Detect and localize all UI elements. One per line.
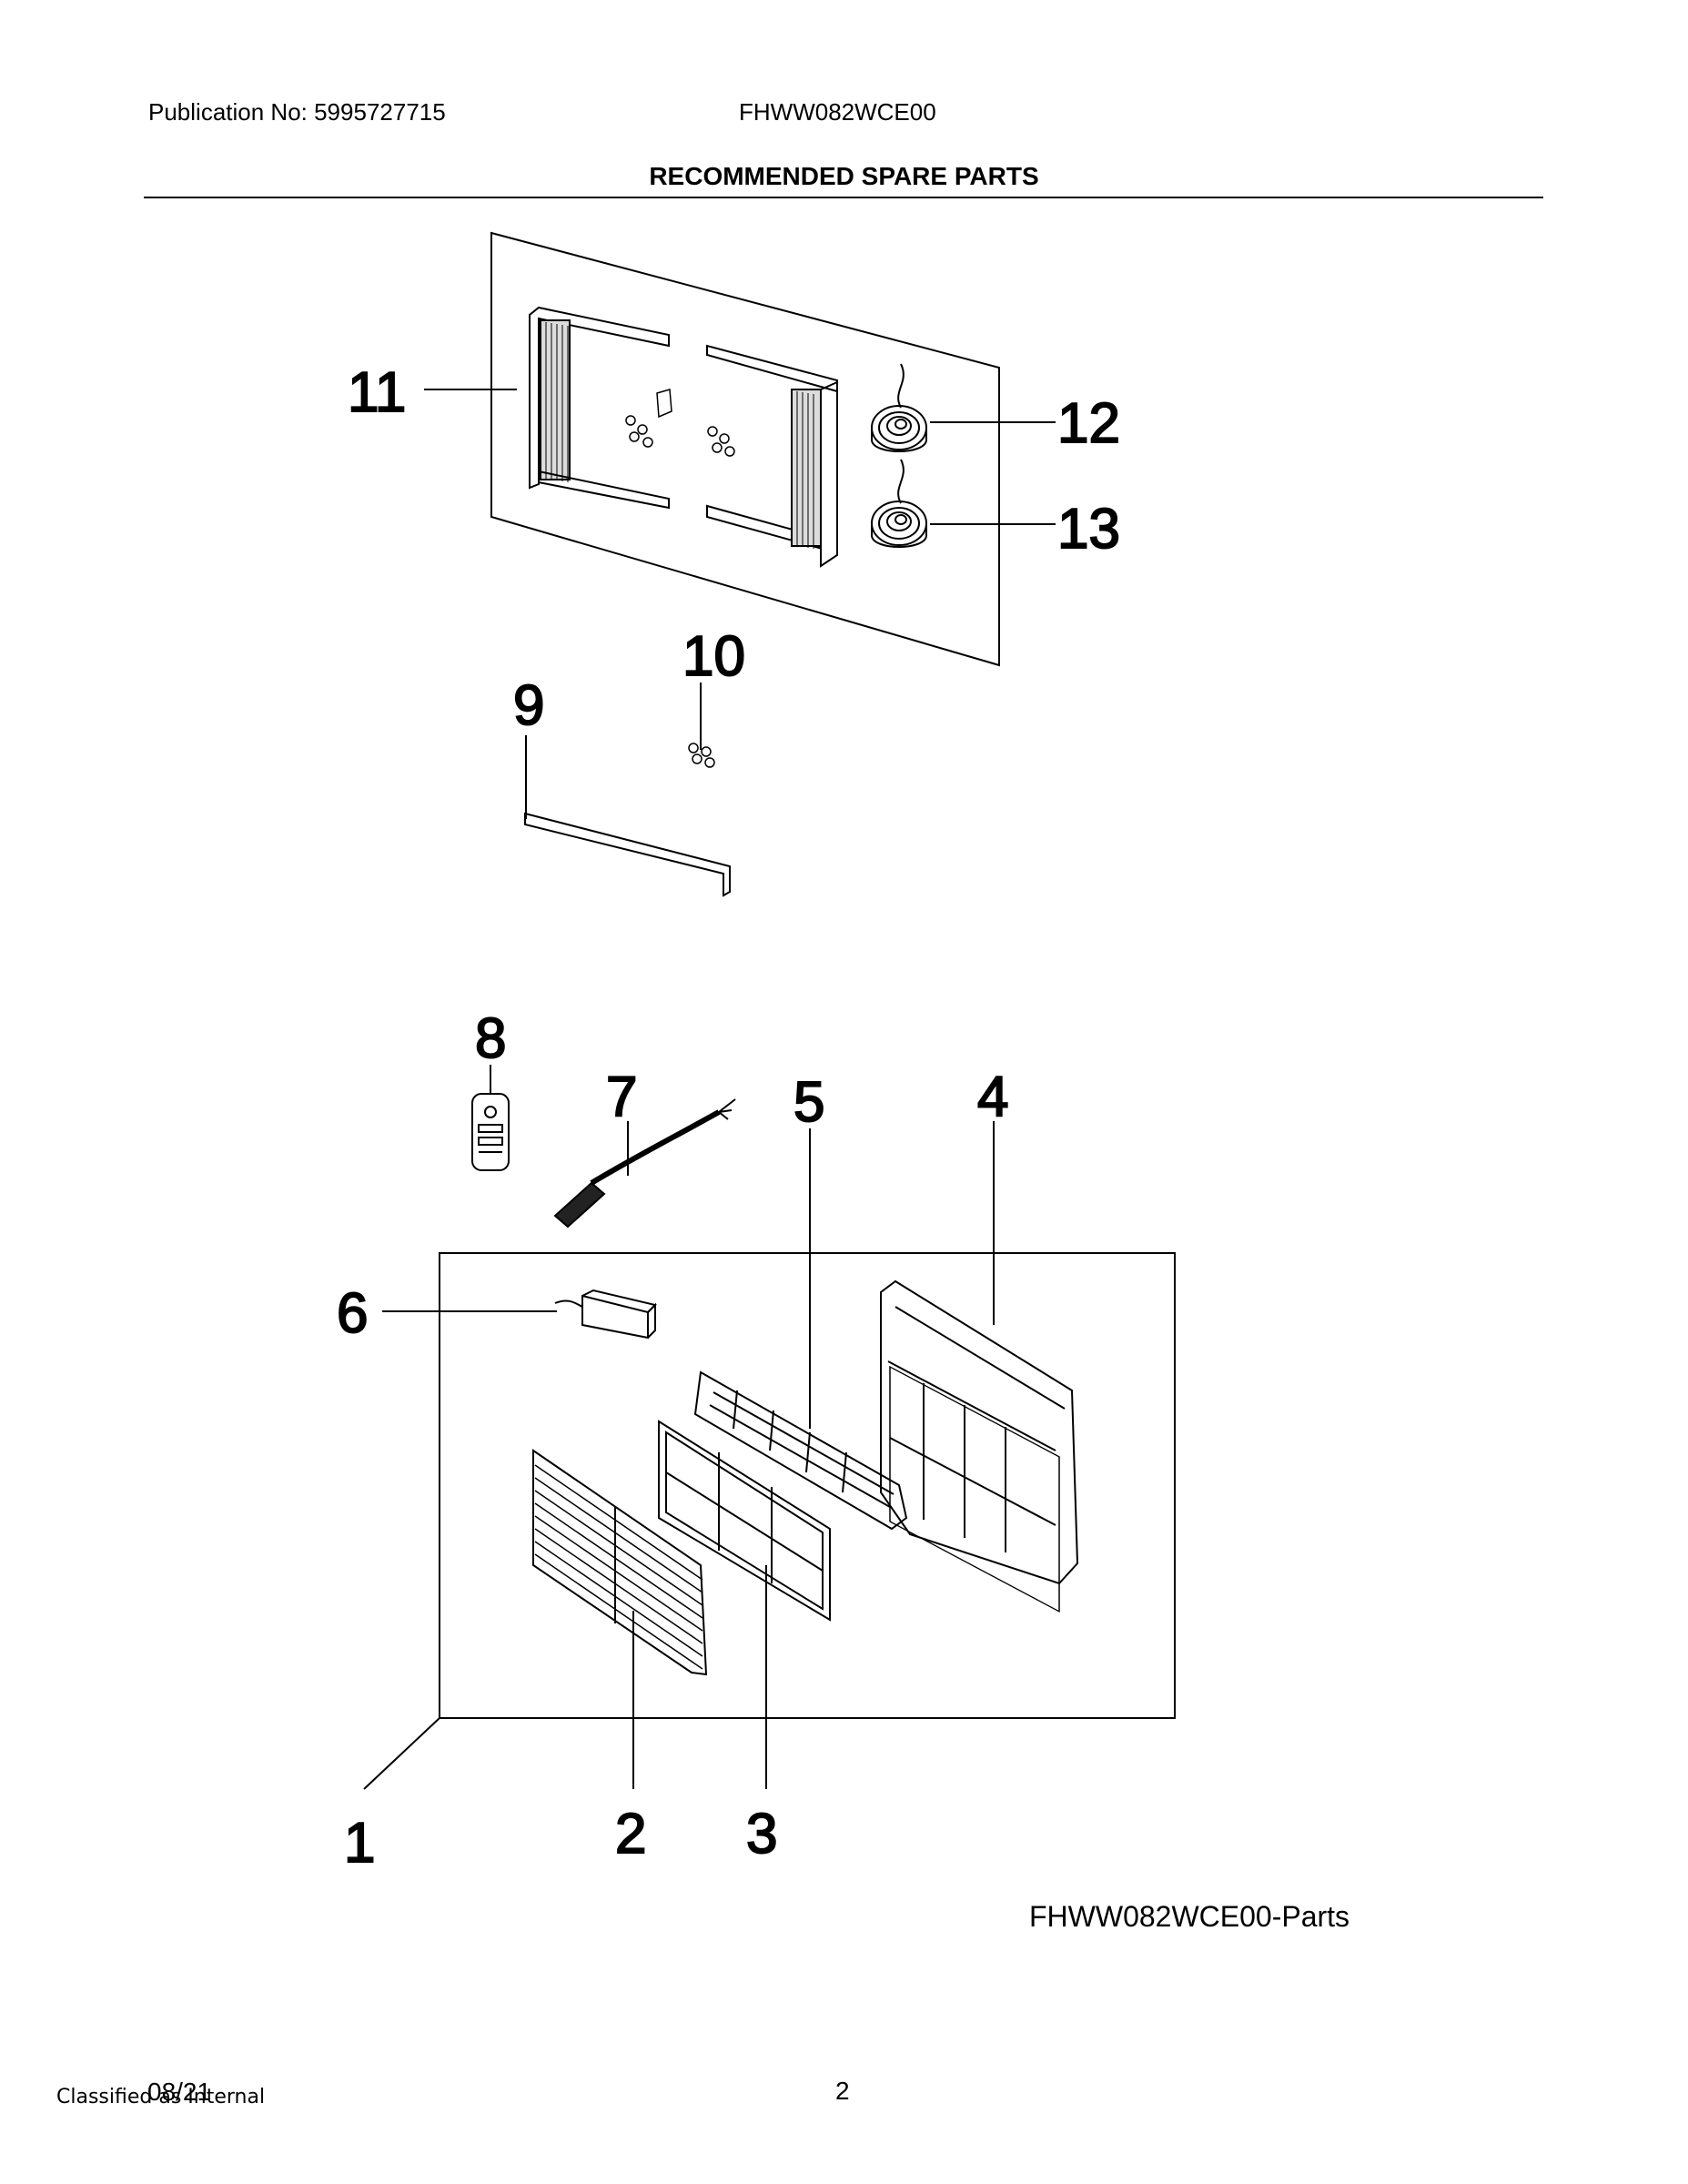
header-rule — [144, 197, 1543, 198]
callout-3: 3 — [746, 1803, 777, 1866]
remote-control-part — [471, 1093, 510, 1171]
callout-1: 1 — [344, 1812, 375, 1875]
callout-9: 9 — [513, 674, 544, 737]
display-board-part — [554, 1289, 657, 1340]
callout-2: 2 — [615, 1803, 646, 1866]
air-filter-part — [658, 1420, 831, 1622]
callout-8: 8 — [475, 1007, 506, 1070]
callout-7: 7 — [606, 1066, 637, 1128]
foam-seal-13 — [871, 459, 927, 548]
foam-seal-12 — [871, 363, 927, 452]
publication-number: Publication No: 5995727715 — [148, 98, 446, 126]
front-panel-part — [880, 1279, 1079, 1613]
page-title: RECOMMENDED SPARE PARTS — [649, 162, 1039, 190]
footer-date: 08/21 — [147, 2078, 212, 2106]
left-curtain-part — [529, 306, 670, 510]
callout-12: 12 — [1057, 392, 1120, 455]
screws-part — [688, 743, 715, 768]
classification-label: Classified as Internal — [56, 2086, 266, 2108]
callout-10: 10 — [682, 625, 745, 688]
callout-4: 4 — [977, 1066, 1008, 1128]
model-number: FHWW082WCE00 — [739, 98, 936, 126]
callout-11: 11 — [348, 361, 406, 424]
front-assembly-box — [439, 1252, 1176, 1719]
install-kit-panel — [490, 231, 1000, 667]
support-bracket-part — [524, 812, 731, 897]
power-cord-part — [553, 1098, 736, 1228]
diagram-caption: FHWW082WCE00-Parts — [1029, 1900, 1350, 1933]
right-curtain-part — [706, 344, 838, 568]
callout-5: 5 — [793, 1071, 824, 1134]
grille-part — [532, 1449, 708, 1676]
louver-part — [693, 1370, 908, 1531]
callout-6: 6 — [337, 1282, 368, 1345]
page-number: 2 — [835, 2077, 850, 2105]
callout-13: 13 — [1057, 498, 1120, 561]
leader-lines — [363, 389, 1056, 1790]
kit-screws — [625, 389, 735, 457]
